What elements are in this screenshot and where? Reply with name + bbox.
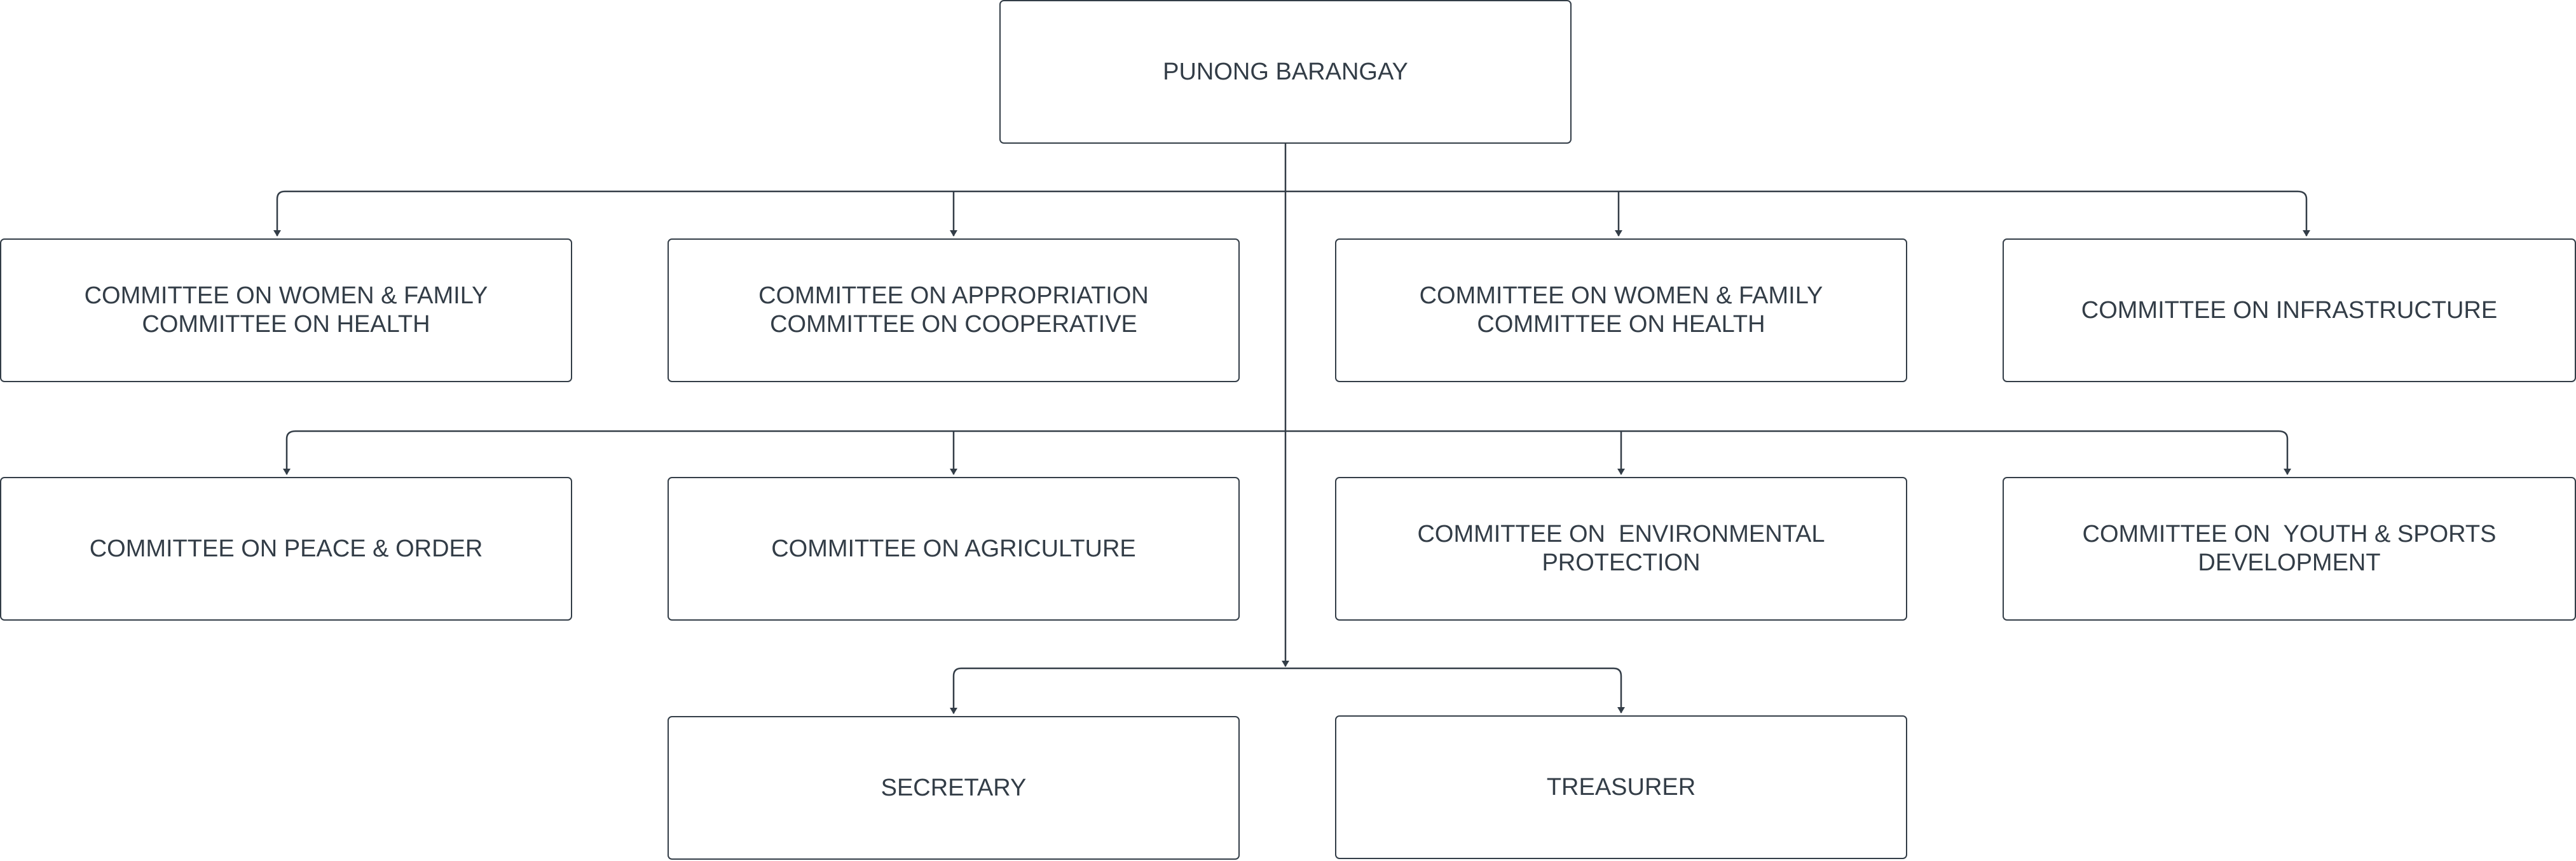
connector-r2c1 bbox=[283, 430, 296, 475]
node-committee-agriculture: COMMITTEE ON AGRICULTURE bbox=[668, 477, 1240, 621]
node-label-line-2: COMMITTEE ON HEALTH bbox=[1477, 311, 1765, 338]
node-label-line-2: COMMITTEE ON COOPERATIVE bbox=[770, 311, 1137, 338]
node-label-line-1: COMMITTEE ON WOMEN & FAMILY bbox=[1419, 282, 1823, 309]
node-committee-women-family-health-left: COMMITTEE ON WOMEN & FAMILY COMMITTEE ON… bbox=[0, 238, 572, 382]
node-label-line-1: COMMITTEE ON YOUTH & SPORTS bbox=[2082, 521, 2497, 548]
node-committee-infrastructure: COMMITTEE ON INFRASTRUCTURE bbox=[2003, 238, 2576, 382]
node-label-line-1: COMMITTEE ON INFRASTRUCTURE bbox=[2081, 296, 2498, 324]
node-label-line-2: COMMITTEE ON HEALTH bbox=[142, 311, 430, 338]
connector-r1c1 bbox=[273, 190, 285, 237]
connector-secretary bbox=[950, 667, 962, 714]
node-label-line-2: DEVELOPMENT bbox=[2198, 549, 2381, 576]
node-label-line-1: COMMITTEE ON AGRICULTURE bbox=[771, 535, 1136, 562]
connector-treasurer bbox=[1613, 667, 1625, 713]
node-label-line-1: COMMITTEE ON PEACE & ORDER bbox=[89, 535, 483, 562]
node-committee-women-family-health-right: COMMITTEE ON WOMEN & FAMILY COMMITTEE ON… bbox=[1335, 238, 1907, 382]
node-secretary: SECRETARY bbox=[668, 716, 1240, 860]
node-committee-environmental-protection: COMMITTEE ON ENVIRONMENTAL PROTECTION bbox=[1335, 477, 1907, 621]
node-label-line-2: PROTECTION bbox=[1542, 549, 1701, 576]
node-committee-peace-order: COMMITTEE ON PEACE & ORDER bbox=[0, 477, 572, 621]
node-label: PUNONG BARANGAY bbox=[1163, 58, 1408, 85]
node-label-line-1: SECRETARY bbox=[880, 774, 1027, 801]
connector-r1c4 bbox=[2297, 190, 2310, 237]
node-treasurer: TREASURER bbox=[1335, 715, 1907, 859]
node-committee-appropriation-cooperative: COMMITTEE ON APPROPRIATION COMMITTEE ON … bbox=[668, 238, 1240, 382]
node-label-line-1: COMMITTEE ON ENVIRONMENTAL bbox=[1417, 521, 1825, 548]
node-punong-barangay: PUNONG BARANGAY bbox=[999, 0, 1572, 144]
node-label-line-1: COMMITTEE ON WOMEN & FAMILY bbox=[84, 282, 488, 309]
node-label-line-1: TREASURER bbox=[1546, 773, 1696, 801]
connector-r2c4 bbox=[2278, 430, 2291, 475]
node-committee-youth-sports-development: COMMITTEE ON YOUTH & SPORTS DEVELOPMENT bbox=[2003, 477, 2576, 621]
node-label-line-1: COMMITTEE ON APPROPRIATION bbox=[758, 282, 1149, 309]
